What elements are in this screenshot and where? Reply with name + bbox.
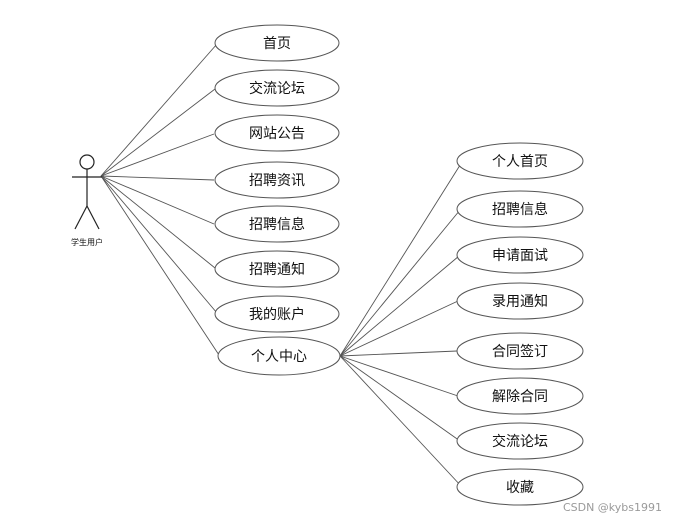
association-line	[339, 255, 460, 357]
main-use-cases: 首页 交流论坛 网站公告 招聘资讯 招聘信息 招聘通知 我的账户 个人中心	[214, 24, 341, 376]
association-line	[339, 300, 459, 357]
actor-left-leg	[74, 205, 88, 230]
use-case-label: 招聘通知	[249, 261, 305, 278]
actor-head-icon	[79, 154, 95, 170]
center-associations	[339, 161, 463, 488]
use-case-announcements[interactable]: 网站公告	[214, 114, 340, 152]
use-case-label: 交流论坛	[249, 80, 305, 97]
association-line	[339, 350, 458, 357]
use-case-label: 个人中心	[251, 349, 307, 365]
use-case-favorites[interactable]: 收藏	[456, 468, 584, 506]
use-case-label: 收藏	[506, 480, 534, 496]
actor-associations	[100, 43, 220, 356]
association-line	[100, 175, 215, 181]
use-case-label: 合同签订	[492, 343, 548, 360]
association-line	[100, 175, 218, 314]
use-case-center-forum[interactable]: 交流论坛	[456, 422, 584, 460]
association-line	[339, 355, 463, 488]
use-case-label: 招聘资讯	[249, 173, 305, 189]
use-case-label: 首页	[263, 36, 291, 52]
use-case-label: 交流论坛	[492, 433, 548, 450]
use-case-label: 招聘信息	[492, 201, 548, 218]
association-line	[339, 161, 463, 357]
association-line	[339, 209, 461, 357]
association-line	[100, 175, 215, 225]
center-use-cases: 个人首页 招聘信息 申请面试 录用通知 合同签订 解除合同 交流论坛 收藏	[456, 142, 584, 506]
use-case-label: 我的账户	[249, 306, 305, 323]
association-line	[100, 88, 216, 177]
association-line	[339, 355, 461, 442]
watermark: CSDN @kybs1991	[562, 501, 662, 514]
association-line	[100, 175, 220, 356]
use-case-label: 网站公告	[249, 126, 305, 142]
use-case-label: 录用通知	[492, 293, 548, 310]
association-line	[100, 43, 218, 177]
use-case-recruitment-info[interactable]: 招聘信息	[214, 205, 340, 243]
use-case-label: 解除合同	[492, 389, 548, 405]
actor: 学生用户	[71, 154, 103, 247]
use-case-job-info[interactable]: 招聘信息	[456, 190, 584, 228]
actor-right-leg	[86, 205, 100, 230]
use-case-my-account[interactable]: 我的账户	[214, 295, 340, 333]
use-case-label: 申请面试	[492, 248, 548, 264]
use-case-apply-interview[interactable]: 申请面试	[456, 236, 584, 274]
use-case-home[interactable]: 首页	[214, 24, 340, 62]
use-case-label: 招聘信息	[249, 216, 305, 233]
association-line	[100, 133, 215, 177]
use-case-offer-notice[interactable]: 录用通知	[456, 282, 584, 320]
use-case-recruitment-notice[interactable]: 招聘通知	[214, 250, 340, 288]
use-case-terminate-contract[interactable]: 解除合同	[456, 377, 584, 415]
use-case-recruitment-news[interactable]: 招聘资讯	[214, 161, 340, 199]
use-case-label: 个人首页	[492, 154, 548, 170]
use-case-sign-contract[interactable]: 合同签订	[456, 332, 584, 370]
use-case-personal-home[interactable]: 个人首页	[456, 142, 584, 180]
use-case-forum[interactable]: 交流论坛	[214, 69, 340, 107]
association-line	[339, 355, 459, 397]
association-line	[100, 175, 216, 269]
use-case-personal-center[interactable]: 个人中心	[217, 336, 341, 376]
actor-label: 学生用户	[71, 237, 103, 247]
